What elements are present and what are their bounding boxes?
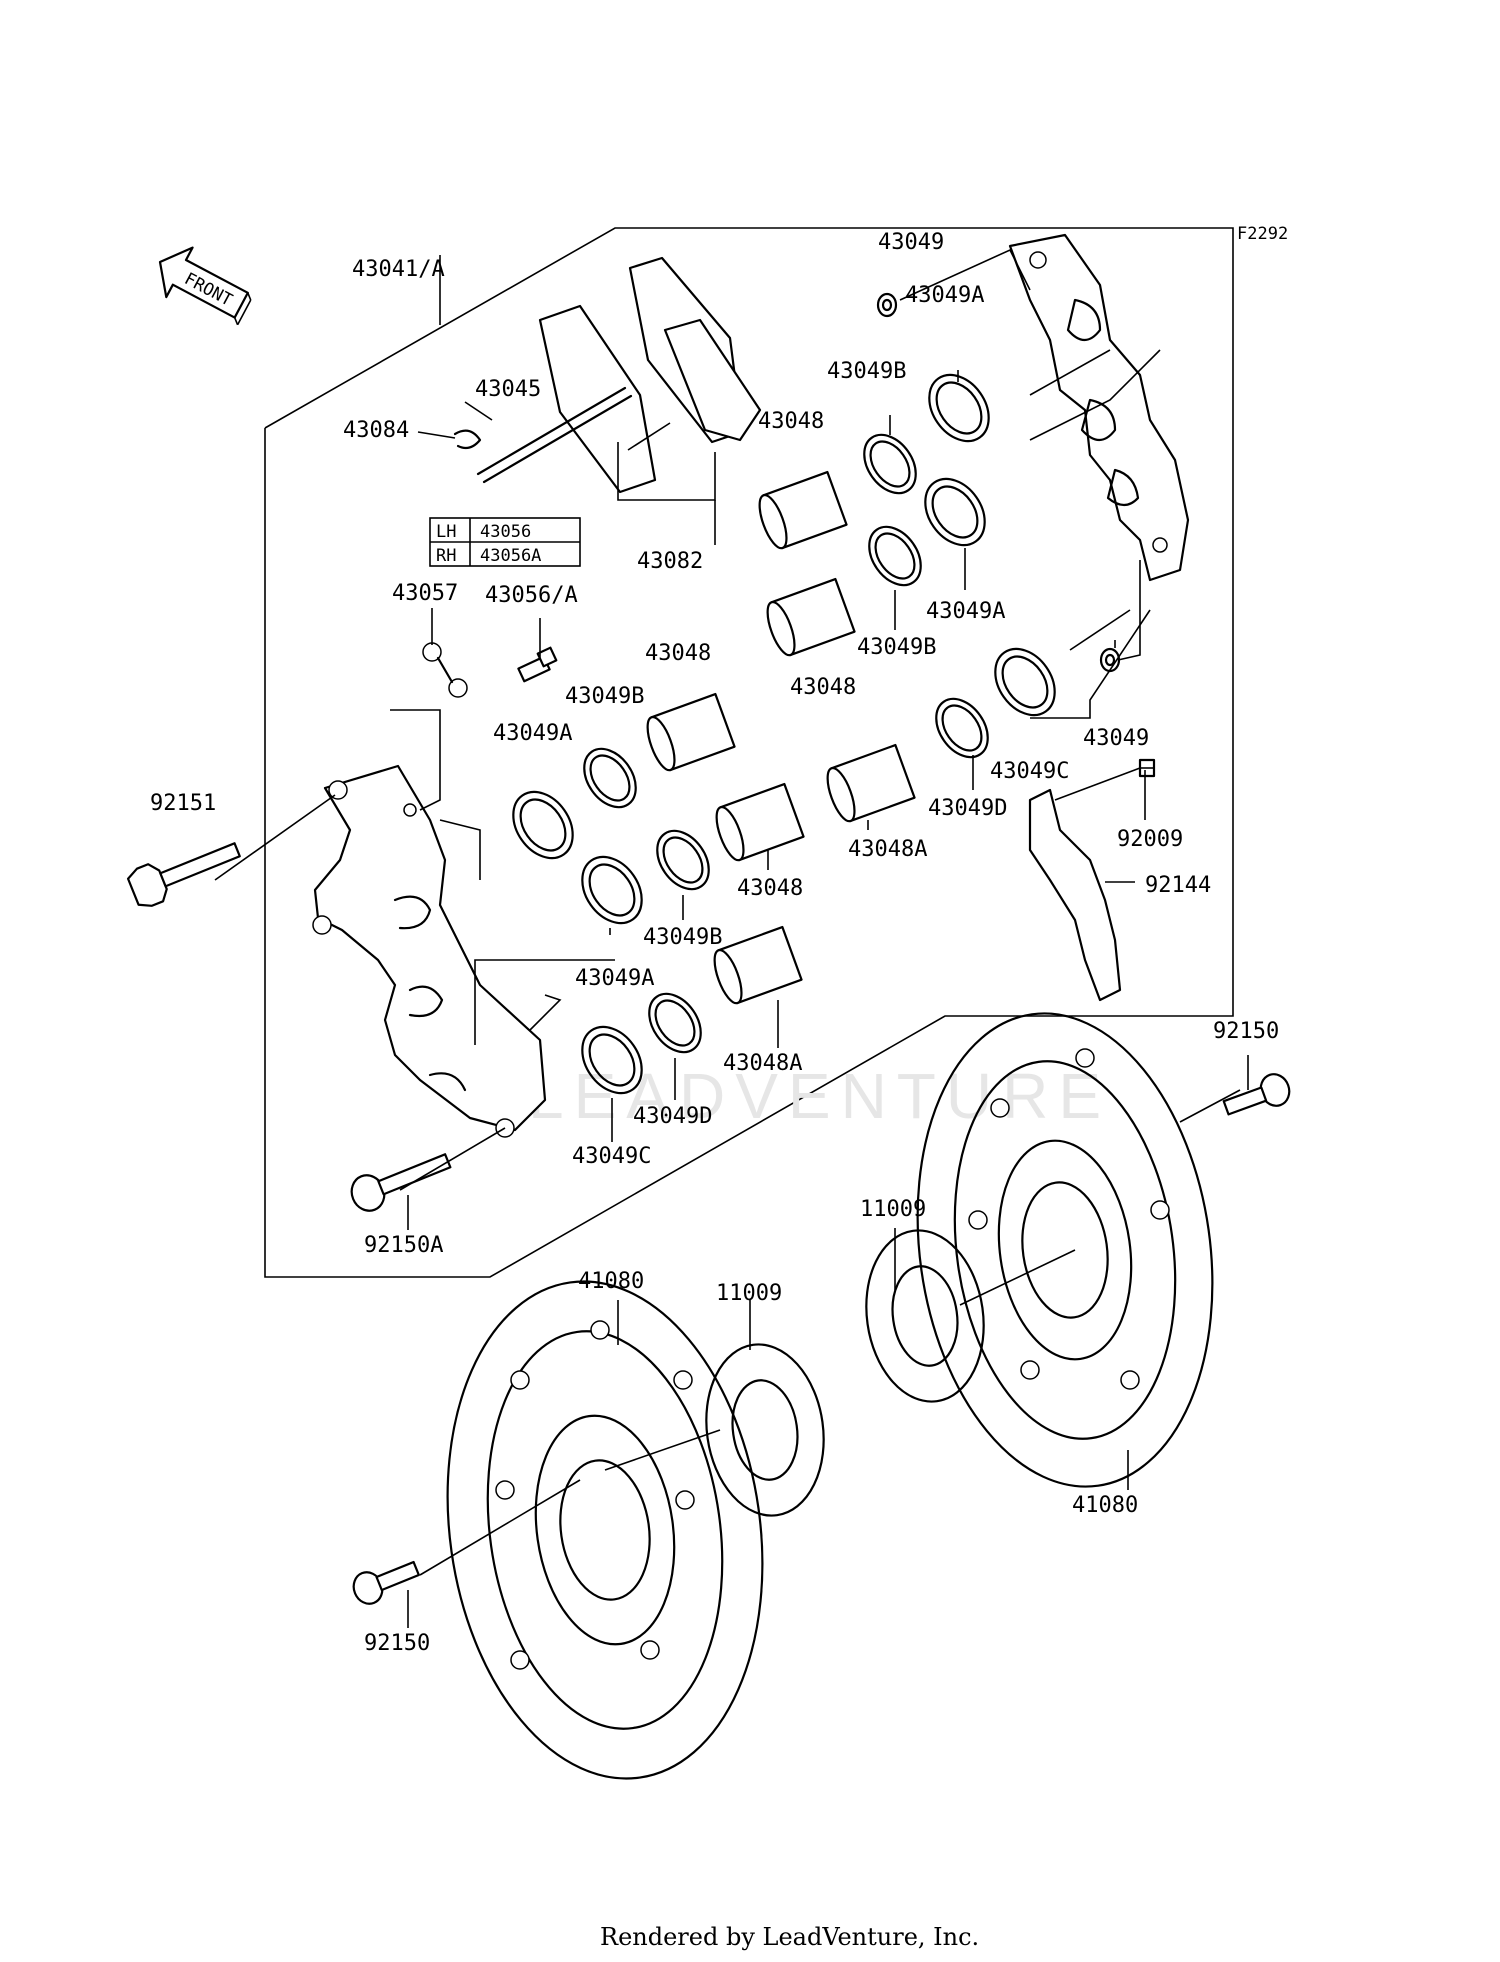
part-label: 43049A <box>905 283 984 308</box>
piston <box>758 470 848 550</box>
piston <box>826 743 916 823</box>
part-label: 41080 <box>578 1269 644 1294</box>
part-label: 92009 <box>1117 827 1183 852</box>
disc-shim <box>705 1343 825 1517</box>
part-label: 11009 <box>860 1197 926 1222</box>
lh-rh-table: LH 43056 RH 43056A <box>429 517 581 567</box>
watermark: LEADVENTURE <box>528 1060 1111 1132</box>
part-label: 11009 <box>716 1281 782 1306</box>
part-label: 43048 <box>737 876 803 901</box>
brake-disc-left <box>446 1280 764 1780</box>
part-label: 43049D <box>633 1104 712 1129</box>
seal-ring <box>863 433 917 495</box>
bolt-92150-left <box>352 1560 420 1605</box>
part-label: 43045 <box>475 377 541 402</box>
part-label: 43049B <box>565 684 644 709</box>
seal-ring <box>581 855 643 925</box>
part-label: 43049B <box>827 359 906 384</box>
part-label: 43049D <box>928 796 1007 821</box>
seal-ring <box>924 477 986 547</box>
table-part: 43056 <box>480 522 531 542</box>
seal-ring <box>648 992 702 1054</box>
part-label: 43049A <box>575 966 654 991</box>
seal-ring <box>512 790 574 860</box>
part-label: 43049A <box>493 721 572 746</box>
part-label: 43057 <box>392 581 458 606</box>
part-label: 43049A <box>926 599 1005 624</box>
part-label: 43048 <box>645 641 711 666</box>
bleeder-valve <box>422 642 468 698</box>
table-side: LH <box>436 522 456 542</box>
pad-pin <box>476 386 627 476</box>
piston <box>713 925 803 1005</box>
part-label: 43049B <box>643 925 722 950</box>
part-label: 43049 <box>878 230 944 255</box>
seal-ring <box>581 1025 643 1095</box>
brake-pads <box>538 256 762 494</box>
table-side: RH <box>436 546 456 566</box>
caliper-left <box>312 764 547 1138</box>
part-label: 43041/A <box>352 257 445 282</box>
bolt-92151 <box>126 842 241 907</box>
ref-code: F2292 <box>1237 224 1288 244</box>
seal-ring <box>656 829 710 891</box>
part-label: 43049C <box>572 1144 651 1169</box>
seal-ring <box>994 647 1056 717</box>
part-label: 92150A <box>364 1233 443 1258</box>
part-label: 43049B <box>857 635 936 660</box>
piston <box>766 577 856 657</box>
piston <box>715 782 805 862</box>
part-label: 43082 <box>637 549 703 574</box>
seal-ring <box>868 525 922 587</box>
washer <box>876 292 898 318</box>
r-clip <box>453 429 482 450</box>
part-label: 43048 <box>790 675 856 700</box>
bleeder-cap <box>517 646 558 683</box>
table-part: 43056A <box>480 546 541 566</box>
part-label: 43049 <box>1083 726 1149 751</box>
brake-disc-right <box>916 1012 1214 1488</box>
bolt-92150-right <box>1222 1073 1291 1116</box>
part-label: 43048A <box>848 837 927 862</box>
seal-ring <box>583 747 637 809</box>
screw <box>1138 758 1156 778</box>
part-label: 41080 <box>1072 1493 1138 1518</box>
piston <box>646 692 736 772</box>
disc-shim <box>865 1229 985 1403</box>
leader-lines <box>214 248 1249 1628</box>
seal-ring <box>935 697 989 759</box>
seal-ring <box>928 373 990 443</box>
pad-spring-bracket <box>1028 788 1122 1002</box>
part-label: 92150 <box>1213 1019 1279 1044</box>
part-label: 92144 <box>1145 873 1211 898</box>
part-label: 92150 <box>364 1631 430 1656</box>
footer-credit: Rendered by LeadVenture, Inc. <box>600 1923 979 1951</box>
part-label: 92151 <box>150 791 216 816</box>
part-label: 43084 <box>343 418 409 443</box>
front-arrow-icon: FRONT <box>158 246 252 326</box>
part-label: 43049C <box>990 759 1069 784</box>
part-label: 43048 <box>758 409 824 434</box>
part-label: 43056/A <box>485 583 578 608</box>
assembly-boundary <box>264 227 1234 1278</box>
part-label: 43048A <box>723 1051 802 1076</box>
bolt-92150a <box>350 1153 452 1212</box>
caliper-right <box>1008 233 1190 582</box>
